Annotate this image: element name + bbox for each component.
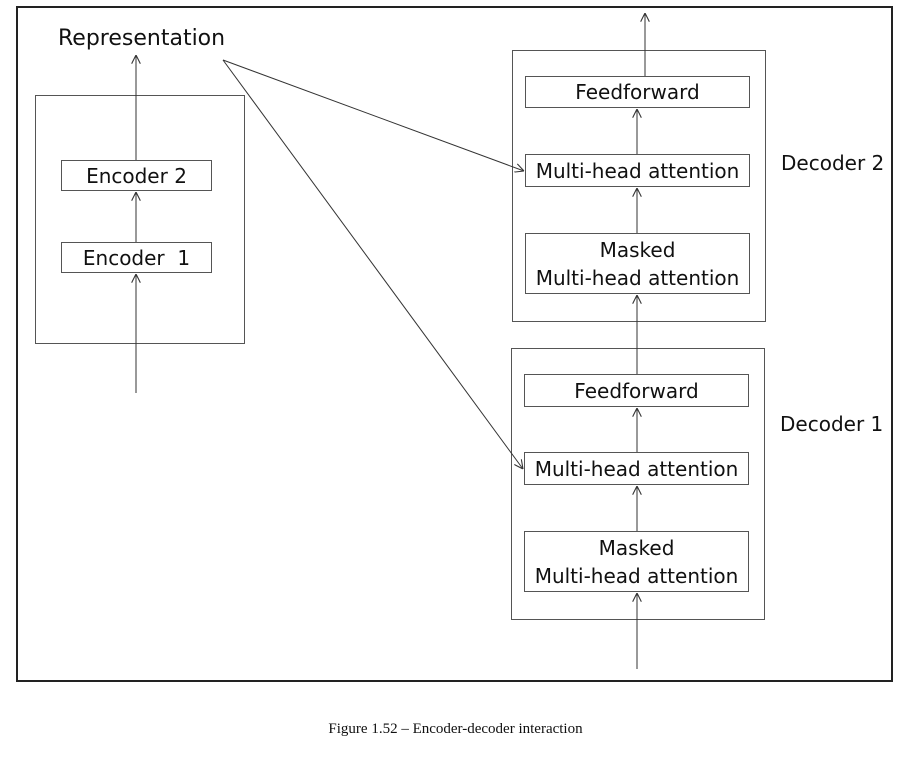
encoder-1-block: Encoder 1 <box>61 242 212 273</box>
decoder-1-multihead-label: Multi-head attention <box>534 456 739 481</box>
encoder-2-label: Encoder 2 <box>86 163 187 188</box>
decoder-2-feedforward-block: Feedforward <box>525 76 750 108</box>
decoder-2-box <box>512 50 766 322</box>
representation-to-decoder-2-arrow <box>222 59 524 171</box>
encoder-2-block: Encoder 2 <box>61 160 212 191</box>
decoder-1-feedforward-label: Feedforward <box>574 378 699 403</box>
decoder-1-masked-line1: Masked <box>598 535 675 560</box>
encoder-1-label: Encoder 1 <box>82 245 191 270</box>
decoder-1-box <box>511 348 765 620</box>
decoder-2-masked-block: Masked Multi-head attention <box>525 233 750 294</box>
decoder-2-multihead-label: Multi-head attention <box>535 158 740 183</box>
decoder-2-multihead-block: Multi-head attention <box>525 154 750 187</box>
decoder-2-feedforward-label: Feedforward <box>575 80 700 104</box>
decoder-1-feedforward-block: Feedforward <box>524 374 749 407</box>
decoder-1-masked-line2: Multi-head attention <box>534 563 739 588</box>
figure-frame <box>16 6 893 682</box>
decoder-2-masked-line1: Masked <box>599 237 676 262</box>
decoder-2-label: Decoder 2 <box>781 151 885 175</box>
decoder-1-multihead-block: Multi-head attention <box>524 452 749 485</box>
decoder-1-masked-block: Masked Multi-head attention <box>524 531 749 592</box>
representation-to-decoder-1-arrow <box>222 59 523 469</box>
decoder-2-masked-line2: Multi-head attention <box>535 265 740 290</box>
figure-caption: Figure 1.52 – Encoder-decoder interactio… <box>328 721 583 737</box>
connector-arrows <box>0 13 911 669</box>
encoder-stack-box <box>35 95 245 344</box>
decoder-1-label: Decoder 1 <box>780 412 884 436</box>
encoder-decoder-diagram: Encoder 2 Encoder 1 Representation Feedf… <box>0 6 911 682</box>
representation-label: Representation <box>58 26 226 51</box>
